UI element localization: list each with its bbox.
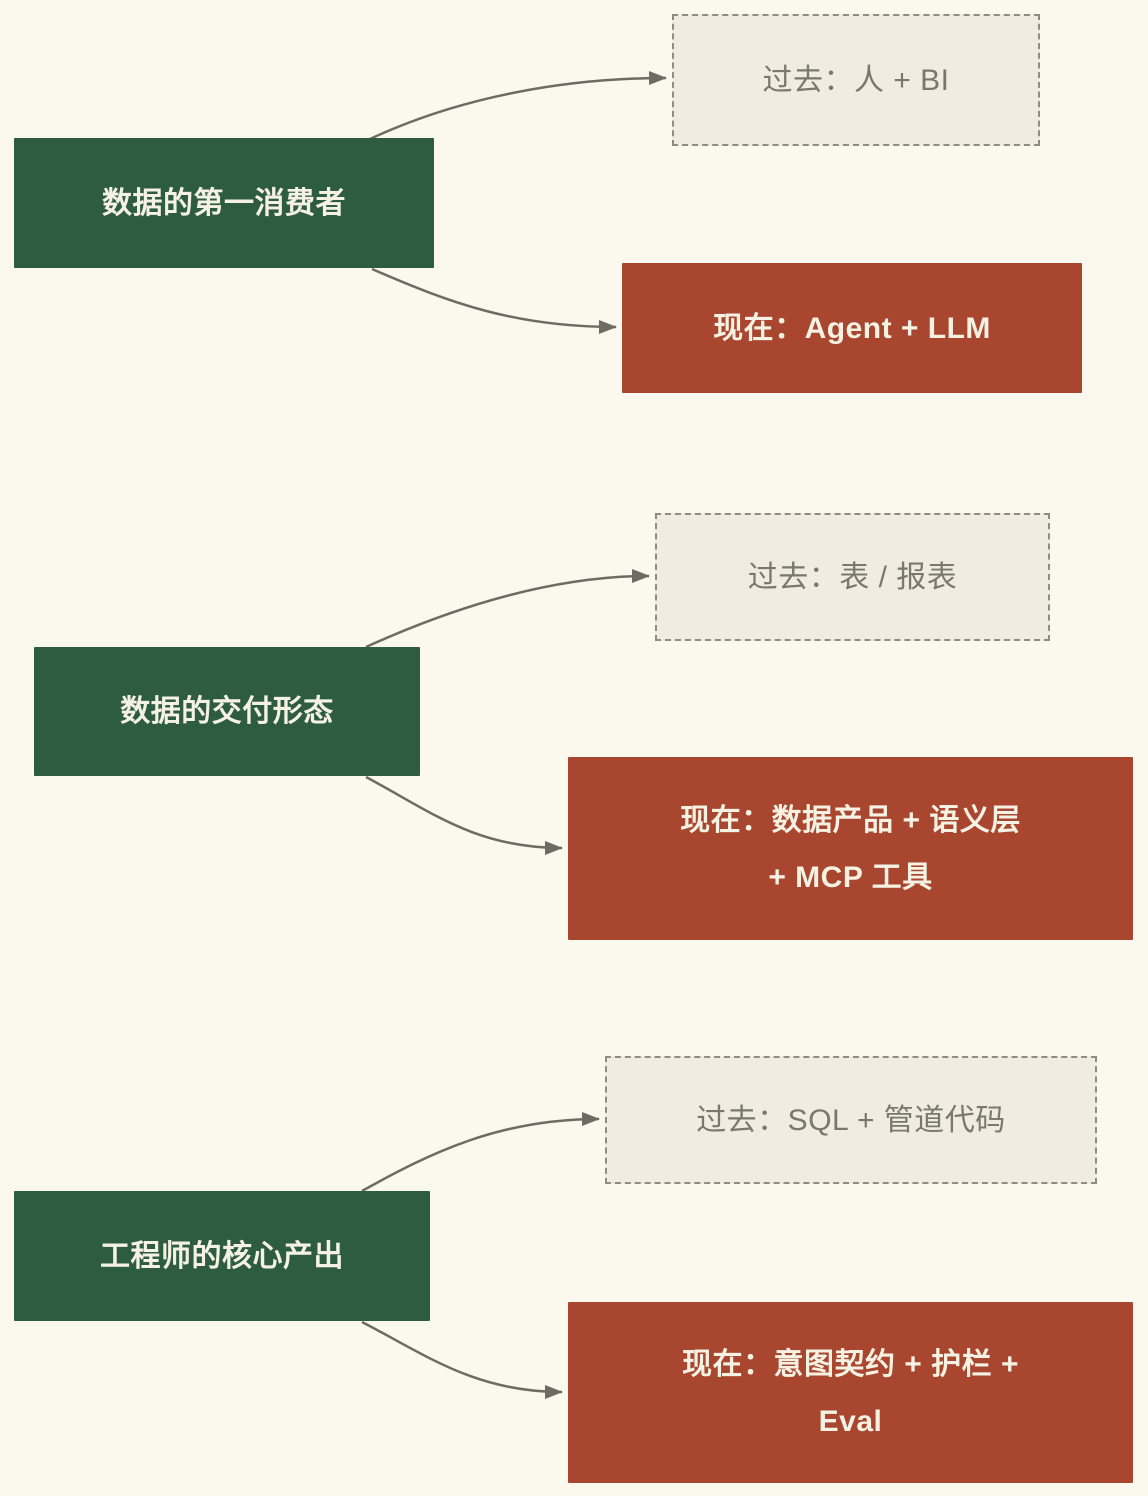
arrow-delivery-to-past (365, 569, 650, 649)
arrow-output-to-past (361, 1112, 600, 1193)
node-engineer-core-output-label: 工程师的核心产出 (100, 1239, 344, 1273)
node-now-data-product-semantic-mcp: 现在：数据产品 + 语义层 + MCP 工具 (568, 757, 1133, 940)
node-past-tables-reports: 过去：表 / 报表 (655, 513, 1050, 641)
node-data-delivery-form-label: 数据的交付形态 (120, 695, 334, 728)
node-now-data-product-semantic-mcp-label: 现在：数据产品 + 语义层 + MCP 工具 (680, 803, 1021, 894)
arrow-consumer-to-now (371, 267, 617, 334)
node-past-tables-reports-label: 过去：表 / 报表 (747, 560, 958, 594)
node-now-intent-contract-guardrails-eval: 现在：意图契约 + 护栏 + Eval (568, 1302, 1133, 1483)
node-now-agent-llm: 现在：Agent + LLM (622, 263, 1082, 393)
arrow-delivery-to-now (365, 775, 563, 855)
node-data-delivery-form: 数据的交付形态 (34, 647, 420, 776)
arrow-consumer-to-past (369, 71, 667, 141)
arrow-output-to-now (361, 1320, 563, 1399)
node-past-human-bi: 过去：人 + BI (672, 14, 1040, 146)
node-now-intent-contract-guardrails-eval-label: 现在：意图契约 + 护栏 + Eval (681, 1347, 1020, 1438)
node-data-first-consumer-label: 数据的第一消费者 (102, 186, 346, 220)
node-past-sql-pipeline-code: 过去：SQL + 管道代码 (605, 1056, 1097, 1184)
node-engineer-core-output: 工程师的核心产出 (14, 1191, 430, 1321)
node-data-first-consumer: 数据的第一消费者 (14, 138, 434, 268)
node-past-sql-pipeline-code-label: 过去：SQL + 管道代码 (696, 1103, 1006, 1137)
node-now-agent-llm-label: 现在：Agent + LLM (713, 311, 991, 345)
node-past-human-bi-label: 过去：人 + BI (762, 63, 950, 97)
